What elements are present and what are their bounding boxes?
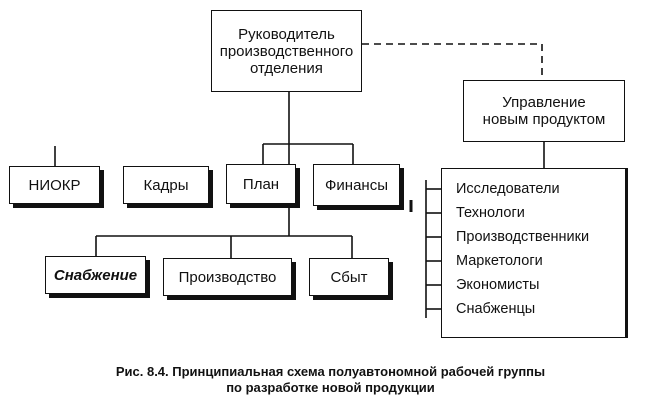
- department-label: План: [242, 175, 280, 193]
- department-label: Снабжение: [53, 266, 138, 284]
- department-box-plan: План: [226, 164, 296, 204]
- group-member: Производственники: [456, 229, 590, 245]
- figure-caption-line2: по разработке новой продукции: [226, 380, 435, 395]
- new-product-label: Управление новым продуктом: [482, 94, 606, 128]
- department-box-niokr: НИОКР: [9, 166, 100, 204]
- group-member: Технологи: [456, 205, 525, 221]
- group-member: Снабженцы: [456, 301, 536, 317]
- department-box-kadry: Кадры: [123, 166, 209, 204]
- head-box: Руководитель производственного отделения: [211, 10, 362, 92]
- group-members-box: Исследователи Технологи Производственник…: [441, 168, 628, 338]
- department-box-supply: Снабжение: [45, 256, 146, 294]
- department-label: Производство: [178, 268, 277, 286]
- department-label: Кадры: [143, 176, 189, 194]
- department-label: Сбыт: [330, 268, 368, 286]
- group-member: Экономисты: [456, 277, 540, 293]
- department-label: Финансы: [325, 176, 388, 194]
- department-box-sales: Сбыт: [309, 258, 389, 296]
- head-label: Руководитель производственного отделения: [219, 25, 354, 77]
- figure-caption-line1: Рис. 8.4. Принципиальная схема полуавтон…: [115, 364, 546, 379]
- department-box-finance: Финансы: [313, 164, 400, 206]
- department-label: НИОКР: [28, 176, 81, 194]
- group-member: Исследователи: [456, 181, 560, 197]
- department-box-production: Производство: [163, 258, 292, 296]
- group-member: Маркетологи: [456, 253, 543, 269]
- new-product-box: Управление новым продуктом: [463, 80, 625, 142]
